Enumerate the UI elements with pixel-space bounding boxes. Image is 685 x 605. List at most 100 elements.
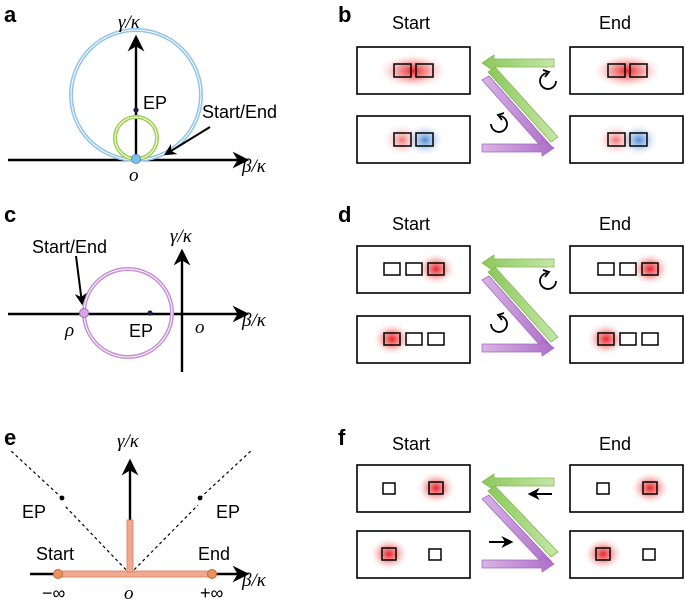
panel-d-end-label: End <box>599 214 631 234</box>
panel-a-x-label: β/κ <box>241 156 267 177</box>
panel-e-horizontal-path <box>55 570 213 578</box>
panel-b-end-top-site-2 <box>629 63 648 78</box>
panel-c-ep-point <box>147 310 153 316</box>
panel-f-start-bottom-mode <box>369 537 409 571</box>
panel-a-ep-point <box>133 107 139 113</box>
panel-c-rho-label: ρ <box>64 320 74 341</box>
panel-d-letter: d <box>338 202 351 227</box>
panel-b-start-top-mode <box>377 53 449 89</box>
panel-b-purple-bottom-arrow <box>481 139 555 157</box>
panel-b-purple-diagonal <box>481 75 553 152</box>
panel-f-purple-diagonal <box>481 494 553 567</box>
panel-e-plus-inf: +∞ <box>200 583 224 603</box>
panel-e: e γ/κ β/κ EP EP Start End −∞ o +∞ <box>4 425 267 604</box>
panel-f-start-top-site-1 <box>382 482 396 495</box>
panel-b-letter: b <box>338 2 351 27</box>
panel-d-counterclockwise-icon <box>539 269 557 290</box>
panel-e-vertical-path <box>126 519 134 573</box>
panel-d-clockwise-icon <box>490 312 508 333</box>
panel-b-counterclockwise-icon <box>539 69 557 90</box>
panel-d-start-bottom-site-1 <box>383 332 401 346</box>
panel-d-end-top-site-1 <box>597 262 615 276</box>
panel-f-end-bottom-mode <box>583 537 623 571</box>
panel-f-start-top-mode <box>416 471 456 505</box>
panel-b-end-bottom-site-2 <box>629 132 648 147</box>
panel-a-start-end-label: Start/End <box>202 102 277 122</box>
panel-d-end-bottom-site-1 <box>597 332 615 346</box>
panel-d: d Start End <box>338 202 684 364</box>
panel-c-start-end-label: Start/End <box>32 237 107 257</box>
panel-d-start-bottom-site-3 <box>427 332 445 346</box>
panel-a: a γ/κ β/κ o EP Start/End <box>4 2 277 186</box>
panel-d-start-bottom-site-2 <box>405 332 423 346</box>
panel-f-end-bottom-site-1 <box>595 547 611 561</box>
panel-b-start-bottom-site-2 <box>415 132 434 147</box>
panel-b: b Start End <box>338 2 684 164</box>
panel-b-end-bottom-box <box>569 115 684 164</box>
panel-a-y-label: γ/κ <box>118 12 141 33</box>
panel-e-y-label: γ/κ <box>117 431 140 452</box>
panel-b-end-top-mode <box>591 53 663 89</box>
panel-b-start-top-site-1 <box>393 63 412 78</box>
panel-e-ep-right-label: EP <box>216 502 240 522</box>
panel-d-end-bottom-site-2 <box>619 332 637 346</box>
panel-c-start-point <box>79 308 89 318</box>
panel-b-start-bottom-site-1 <box>393 132 412 147</box>
panel-e-end-point <box>207 569 217 579</box>
panel-b-clockwise-icon <box>490 112 508 133</box>
panel-b-start-top-site-2 <box>415 63 434 78</box>
panel-f-green-diagonal <box>487 485 559 558</box>
panel-e-letter: e <box>4 425 16 450</box>
panel-f-start-bottom-site-2 <box>428 548 442 561</box>
panel-c-y-label: γ/κ <box>170 226 193 247</box>
panel-f-end-label: End <box>599 434 631 454</box>
panel-d-end-top-site-3 <box>641 262 659 276</box>
panel-c-ep-label: EP <box>129 321 153 341</box>
panel-e-origin-label: o <box>124 583 134 604</box>
panel-e-right-dashed-lower <box>129 504 199 575</box>
panel-e-left-dashed-lower <box>63 504 131 575</box>
panel-f-end-bottom-site-2 <box>642 548 656 561</box>
panel-d-start-top-mode <box>416 252 456 286</box>
panel-f-purple-bottom-arrow <box>481 555 555 573</box>
panel-e-start-label: Start <box>36 544 74 564</box>
panel-c: c γ/κ β/κ Start/End ρ EP o <box>4 202 267 372</box>
panel-d-green-diagonal <box>487 266 559 343</box>
panel-f-letter: f <box>338 425 346 450</box>
panel-b-end-bottom-blue <box>619 123 659 157</box>
panel-d-start-bottom-mode <box>372 322 412 356</box>
panel-b-green-diagonal <box>487 66 559 143</box>
panel-d-end-top-site-2 <box>619 262 637 276</box>
panel-a-start-point <box>131 154 141 164</box>
panel-f-start-label: Start <box>392 434 430 454</box>
panel-c-origin-label: o <box>195 317 205 338</box>
panel-a-origin-label: o <box>129 165 139 186</box>
panel-a-letter: a <box>4 2 17 27</box>
panel-d-end-bottom-mode <box>586 322 626 356</box>
panel-e-left-dashed <box>9 449 63 499</box>
panel-f-start-bottom-site-1 <box>381 547 397 561</box>
panel-e-ep-left-label: EP <box>22 502 46 522</box>
panel-e-minus-inf: −∞ <box>42 583 66 603</box>
panel-e-end-label: End <box>198 544 230 564</box>
panel-e-right-dashed <box>199 449 253 499</box>
panel-d-purple-bottom-arrow <box>481 339 555 357</box>
panel-d-start-top-site-3 <box>427 262 445 276</box>
panel-a-pointer-arrow <box>163 126 211 156</box>
panel-d-start-top-site-1 <box>383 262 401 276</box>
panel-b-end-label: End <box>599 13 631 33</box>
panel-e-ep-left-point <box>59 495 65 501</box>
panel-f-end-top-site-1 <box>596 482 610 495</box>
panel-e-ep-right-point <box>197 495 203 501</box>
panel-a-ep-label: EP <box>143 93 167 113</box>
panel-e-start-point <box>53 569 63 579</box>
panel-d-end-top-mode <box>630 252 670 286</box>
panel-f: f Start End <box>338 425 684 579</box>
panel-b-end-top-site-1 <box>607 63 626 78</box>
panel-f-end-top-mode <box>630 471 670 505</box>
panel-b-end-bottom-site-1 <box>607 132 626 147</box>
panel-f-start-top-site-2 <box>428 481 444 495</box>
panel-d-start-label: Start <box>392 214 430 234</box>
panel-c-x-label: β/κ <box>241 310 267 331</box>
panel-c-letter: c <box>4 202 16 227</box>
